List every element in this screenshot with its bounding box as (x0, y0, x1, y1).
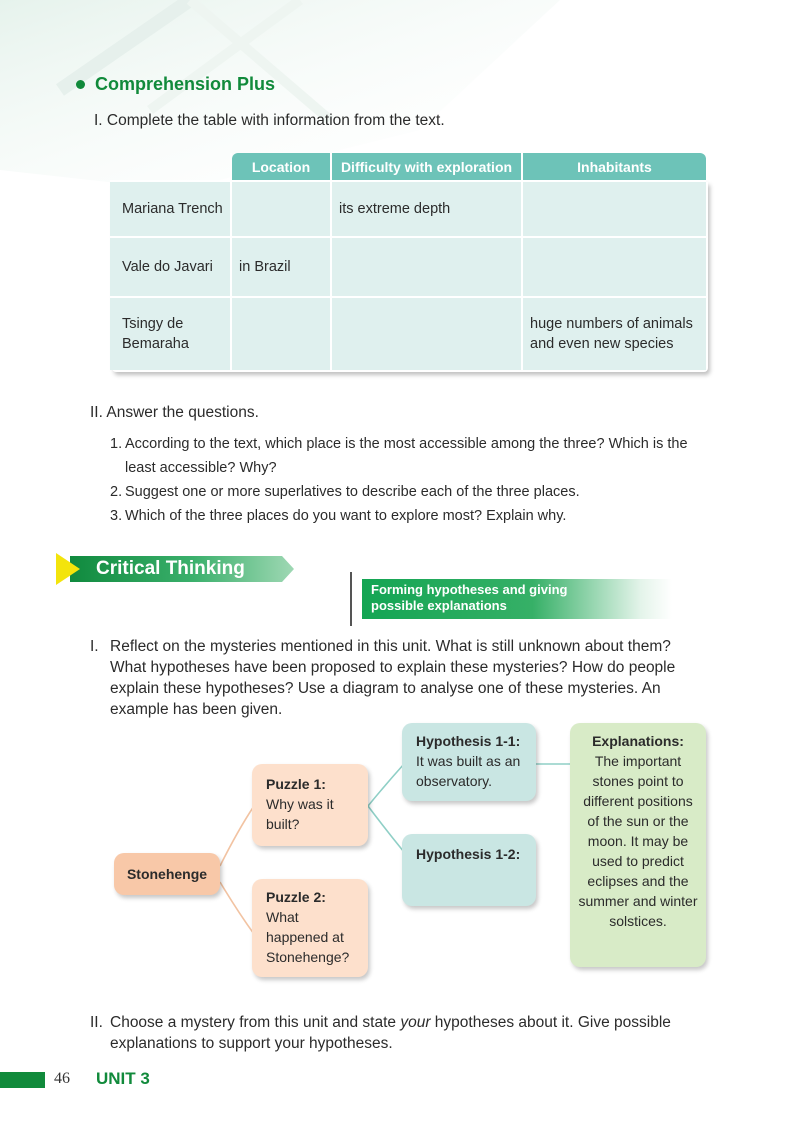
task-text-part: Choose a mystery from this unit and stat… (110, 1014, 401, 1031)
section-title: Critical Thinking (96, 558, 245, 579)
task-instruction-final: II. Choose a mystery from this unit and … (90, 1012, 710, 1054)
question-text: According to the text, which place is th… (125, 436, 688, 476)
task-instruction-2: II. Answer the questions. (90, 404, 259, 421)
task-text-part: hypotheses about it. Give possible expla… (110, 1014, 671, 1052)
task-text: Choose a mystery from this unit and stat… (110, 1012, 710, 1054)
node-text: What happened at Stonehenge? (266, 909, 350, 965)
list-item: 1. According to the text, which place is… (110, 432, 710, 480)
background-decoration (0, 0, 560, 190)
table-cell: Mariana Trench (110, 180, 232, 236)
footer-bar (0, 1072, 45, 1088)
table-cell (523, 180, 706, 236)
node-title: Hypothesis 1-1: (416, 733, 521, 749)
diagram-node-puzzle-1: Puzzle 1: Why was it built? (252, 764, 368, 846)
table-header-cell: Inhabitants (523, 153, 706, 180)
diagram-node-hypothesis-1-1: Hypothesis 1-1: It was built as an obser… (402, 723, 536, 801)
table-header-cell: Difficulty with exploration (332, 153, 523, 180)
skill-label: Forming hypotheses and giving possible e… (371, 582, 567, 614)
table-cell: in Brazil (232, 236, 332, 296)
table-cell: its extreme depth (332, 180, 523, 236)
node-text: The important stones point to different … (578, 753, 698, 929)
info-table: Location Difficulty with exploration Inh… (110, 153, 706, 370)
diagram-node-explanations: Explanations: The important stones point… (570, 723, 706, 967)
node-text: Why was it built? (266, 796, 334, 832)
diagram-node-hypothesis-1-2: Hypothesis 1-2: (402, 834, 536, 906)
table-cell: huge numbers of animals and even new spe… (523, 296, 706, 370)
question-number: 2. (110, 484, 123, 500)
table-cell (332, 236, 523, 296)
section-title: Comprehension Plus (95, 74, 276, 94)
table-cell (523, 236, 706, 296)
table-row: Mariana Trench its extreme depth (110, 180, 706, 236)
task-paragraph: Reflect on the mysteries mentioned in th… (110, 638, 676, 718)
table-row: Tsingy de Bemaraha huge numbers of anima… (110, 296, 706, 370)
question-text: Which of the three places do you want to… (125, 508, 567, 524)
list-item: 3. Which of the three places do you want… (110, 504, 710, 528)
task-instruction-1: I. Complete the table with information f… (94, 112, 445, 129)
question-text: Suggest one or more superlatives to desc… (125, 484, 580, 500)
table-header: Location Difficulty with exploration Inh… (110, 153, 706, 180)
table-cell (332, 296, 523, 370)
table-cell (232, 180, 332, 236)
bullet-dot-icon (76, 80, 85, 89)
unit-label: UNIT 3 (96, 1069, 150, 1088)
comprehension-header: Comprehension Plus (76, 74, 275, 95)
task-text-emphasis: your (400, 1014, 431, 1031)
skill-label-line: Forming hypotheses and giving (371, 582, 568, 597)
critical-thinking-banner (56, 553, 294, 585)
table-cell (232, 296, 332, 370)
table-header-blank (110, 153, 232, 180)
question-number: 1. (110, 436, 123, 452)
diagram-node-puzzle-2: Puzzle 2: What happened at Stonehenge? (252, 879, 368, 977)
table-cell: Vale do Javari (110, 236, 232, 296)
divider-line (350, 572, 352, 626)
table-header-cell: Location (232, 153, 332, 180)
node-title: Explanations: (592, 733, 684, 749)
question-number: 3. (110, 508, 123, 524)
table-row: Vale do Javari in Brazil (110, 236, 706, 296)
diagram-node-stonehenge: Stonehenge (114, 853, 220, 895)
node-text: It was built as an observatory. (416, 753, 521, 789)
question-list: 1. According to the text, which place is… (110, 432, 710, 528)
node-title: Hypothesis 1-2: (416, 846, 521, 862)
page-number: 46 (54, 1070, 70, 1087)
table-cell: Tsingy de Bemaraha (110, 296, 232, 370)
node-title: Puzzle 1: (266, 776, 326, 792)
node-title: Puzzle 2: (266, 889, 326, 905)
task-number: I. (90, 638, 99, 655)
skill-label-line: possible explanations (371, 598, 507, 613)
task-number: II. (90, 1014, 103, 1031)
skill-label-box (362, 579, 672, 619)
list-item: 2. Suggest one or more superlatives to d… (110, 480, 710, 504)
